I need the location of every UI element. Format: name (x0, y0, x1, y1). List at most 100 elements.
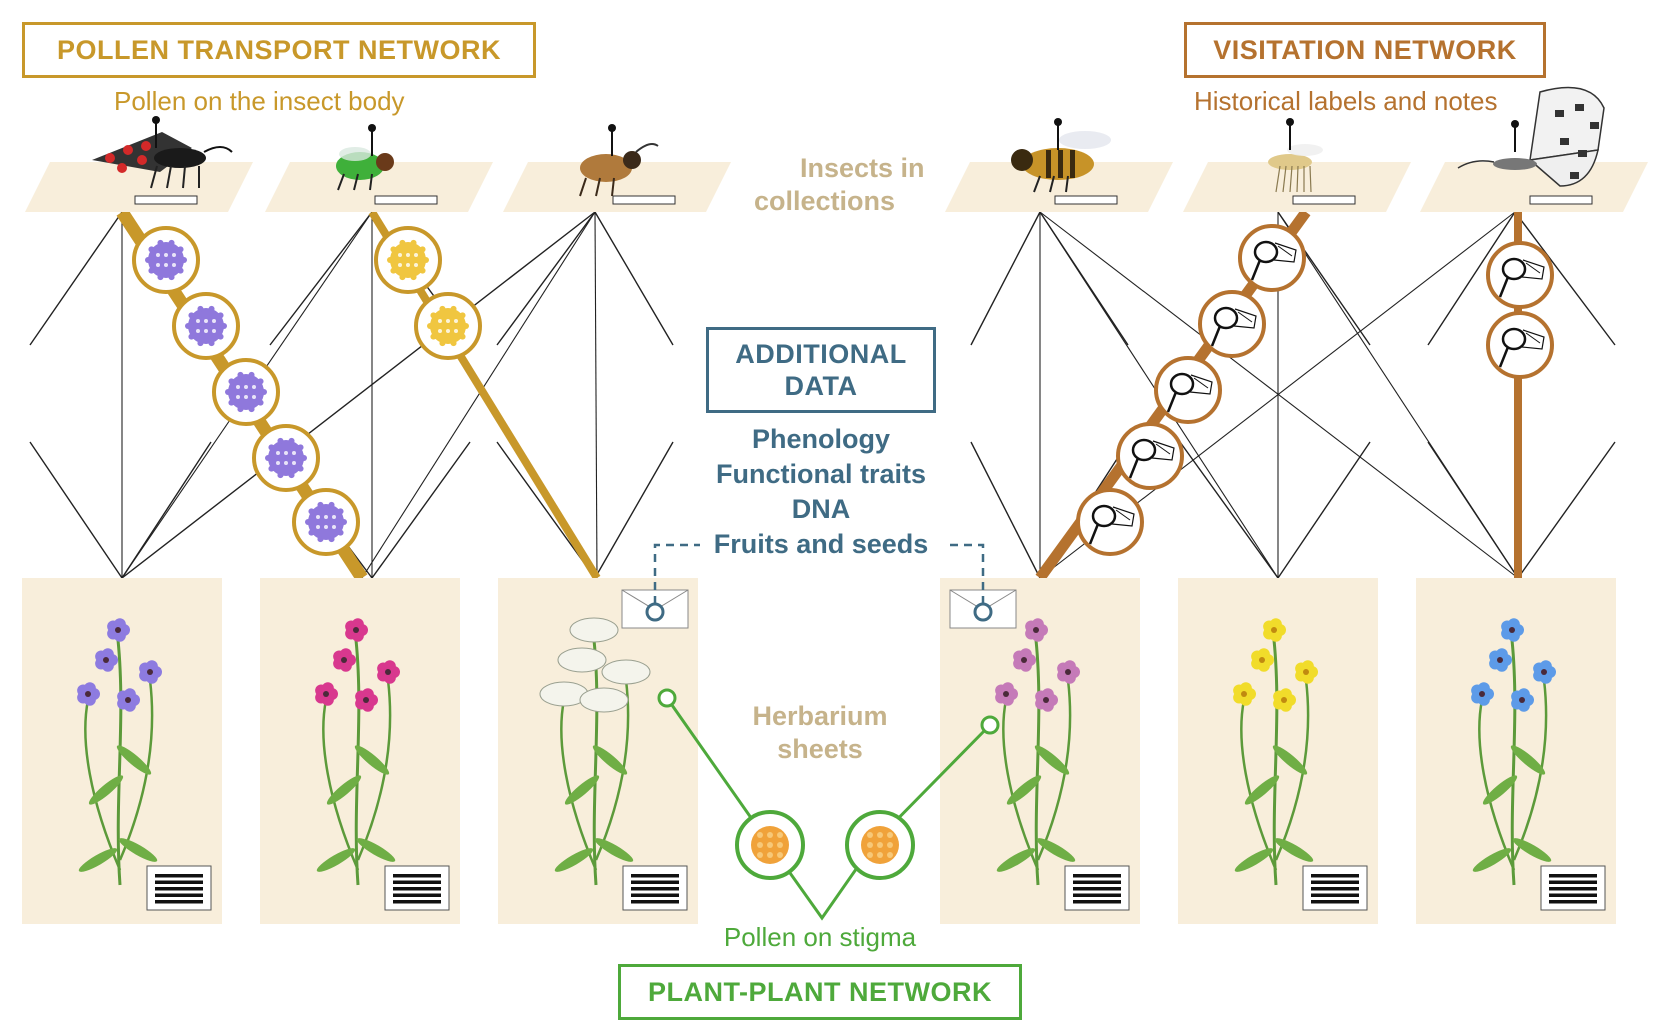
net-mesh (1189, 374, 1213, 395)
pollen-dot (164, 263, 168, 267)
net-handle (1250, 259, 1262, 281)
pollen-grain (430, 308, 466, 344)
network-link (269, 211, 373, 346)
leaf (1034, 745, 1070, 775)
herbarium-sheet (22, 578, 222, 924)
pollen-dot (767, 832, 773, 838)
flower-center (353, 627, 359, 633)
pollen-dot (244, 395, 248, 399)
pollen-spike (168, 274, 175, 281)
pollen-dot (867, 852, 873, 858)
leaf (1036, 838, 1076, 862)
badge-ring (1486, 311, 1554, 379)
additional-connector-left (653, 543, 700, 604)
label-line (393, 900, 441, 904)
purple-pollen-icon (212, 358, 280, 426)
stem (116, 639, 123, 886)
pollen-spike (217, 312, 224, 319)
purple-pollen-icon (252, 424, 320, 492)
flower-center (1281, 697, 1287, 703)
pollen-dot (164, 253, 168, 257)
net-handle (1128, 457, 1140, 479)
flower-center (1259, 657, 1265, 663)
label-line (1311, 887, 1359, 891)
net-handle (1498, 276, 1510, 298)
flower-center (1509, 627, 1515, 633)
pollen-spike (301, 455, 307, 461)
pollen-spike (288, 437, 295, 444)
label-line (155, 887, 203, 891)
pollen-spike (181, 257, 187, 263)
honeybee-wing (1059, 131, 1111, 149)
pollen-grain (390, 242, 426, 278)
seed-envelope (949, 589, 1017, 629)
pollen-spike (337, 529, 344, 536)
pollen-dot (454, 319, 458, 323)
net-mesh-line (1277, 245, 1293, 257)
additional-data-list: Phenology Functional traits DNA Fruits a… (671, 422, 971, 562)
cranefly-body (1268, 154, 1312, 170)
moth-spot (123, 145, 133, 155)
label-line (1311, 900, 1359, 904)
leaf (1272, 745, 1308, 775)
pollen-dot (324, 515, 328, 519)
pollen-spike (217, 333, 224, 340)
pollen-dot (212, 319, 216, 323)
butterfly-antenna (1457, 160, 1495, 169)
pollen-spike (288, 472, 295, 479)
leaf (996, 848, 1036, 872)
plant-plant-link (665, 697, 992, 921)
flower-umbel (579, 687, 629, 713)
flower-center (147, 669, 153, 675)
pollen-dot (284, 451, 288, 455)
additional-title-line2: DATA (784, 371, 858, 401)
pollen-spike (387, 257, 393, 263)
label-line (1073, 887, 1121, 891)
pollen-spike (148, 246, 155, 253)
leaf (88, 775, 124, 805)
purple-pollen-icon (292, 488, 360, 556)
label-line (1549, 900, 1597, 904)
pollen-dot (406, 253, 410, 257)
leaf (354, 745, 390, 775)
specimen-label (1292, 195, 1356, 205)
pollen-spike (399, 239, 406, 246)
pollen-dot (767, 852, 773, 858)
flower-center (1033, 627, 1039, 633)
insect-net-icon (1486, 241, 1554, 309)
pollen-dot (276, 461, 280, 465)
insect-leg (595, 177, 601, 197)
pollen-dot (236, 395, 240, 399)
specimen-tab (1420, 162, 1648, 212)
insect-net-icon (1154, 356, 1222, 424)
bee-body (580, 154, 632, 182)
flower-umbel (601, 659, 651, 685)
moth-antenna (203, 146, 233, 153)
pollen-spike (248, 371, 255, 378)
label-line (1311, 893, 1359, 897)
pollen-spike (427, 323, 433, 329)
net-mesh-line (1237, 311, 1253, 323)
honeybee-head (1011, 149, 1033, 171)
label-line (1311, 874, 1359, 878)
pollen-spike (308, 529, 315, 536)
pollen-spike (268, 444, 275, 451)
network-link (121, 211, 596, 579)
flower-center (1479, 691, 1485, 697)
network-link (1277, 211, 1519, 579)
stem (322, 699, 360, 871)
pollen-dot (332, 515, 336, 519)
chicory-icon (1471, 618, 1556, 886)
pin-head (152, 116, 160, 124)
pollen-dot (414, 263, 418, 267)
wild-carrot-icon (539, 617, 651, 886)
butterfly-body (1493, 158, 1537, 170)
pollen-spike (277, 472, 284, 479)
net-hoop (1131, 438, 1157, 462)
net-handle (1210, 325, 1222, 347)
pollen-spike (410, 239, 417, 246)
insect-leg (579, 177, 587, 197)
fly-wing (339, 147, 371, 161)
net-mesh (1233, 308, 1257, 329)
pollen-dot (244, 385, 248, 389)
